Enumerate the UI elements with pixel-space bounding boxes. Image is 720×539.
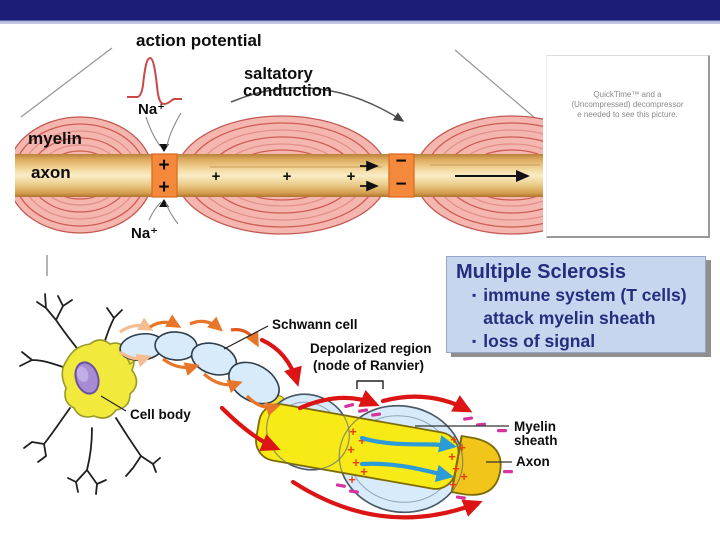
plus-symbol: + xyxy=(349,424,357,439)
label-na-bottom: Na⁺ xyxy=(131,225,158,242)
schwann-pointer xyxy=(223,325,269,350)
bullet-square-icon: ▪ xyxy=(472,288,477,302)
plus-symbol: + xyxy=(358,433,366,448)
nucleus xyxy=(74,361,100,395)
bullet-square-icon: ▪ xyxy=(472,334,477,348)
action-potential-spike xyxy=(127,56,182,106)
impulse-arrows-red xyxy=(219,337,483,520)
cell-body-pointer xyxy=(100,395,127,412)
label-saltatory: saltatory xyxy=(244,65,314,83)
dendrites xyxy=(19,293,161,495)
plus-symbol: + xyxy=(352,455,360,470)
plus-symbol: + xyxy=(449,477,457,492)
top-axon-figure: + + − − + + + xyxy=(15,31,543,242)
node-of-ranvier-2 xyxy=(388,153,415,198)
node1-plus-bottom: + xyxy=(158,177,169,198)
schwann-cell-chain xyxy=(119,331,280,405)
myelin-oval-2-overlay xyxy=(338,405,464,513)
ms-bullet-1: ▪ immune system (T cells) attack myelin … xyxy=(472,284,705,330)
bottom-neuron-figure: + + + + + + + + + + + + xyxy=(19,293,558,520)
label-myelin-sheath-1: Myelin xyxy=(514,419,556,434)
label-node-of-ranvier: (node of Ranvier) xyxy=(313,358,424,373)
myelin-oval-1-overlay xyxy=(266,393,350,471)
axon-plus-1: + xyxy=(212,168,221,185)
plus-symbol: + xyxy=(348,472,356,487)
plus-symbol: + xyxy=(360,464,368,479)
callout-line-left xyxy=(20,47,113,118)
ms-bullet-2-line-1: loss of signal xyxy=(483,331,596,351)
plus-symbol: + xyxy=(458,440,466,455)
ms-bullet-1-line-1: immune system (T cells) xyxy=(483,285,687,305)
node1-plus-top: + xyxy=(158,155,169,176)
node-bracket xyxy=(356,380,384,389)
label-action-potential: action potential xyxy=(136,31,262,50)
quicktime-text-line-2: (Uncompressed) decompressor xyxy=(571,100,684,109)
multiple-sclerosis-callout: Multiple Sclerosis ▪ immune system (T ce… xyxy=(446,256,706,353)
node-of-ranvier-1 xyxy=(151,153,178,198)
ms-title: Multiple Sclerosis xyxy=(456,261,627,283)
label-cell-body: Cell body xyxy=(130,407,191,422)
label-schwann-cell: Schwann cell xyxy=(272,317,358,332)
saltatory-conduction-arrow xyxy=(230,87,405,122)
axon-plus-3: + xyxy=(347,168,356,185)
ms-bullet-1-line-2: attack myelin sheath xyxy=(483,308,656,328)
label-na-top: Na⁺ xyxy=(138,101,165,118)
sodium-entry-curves xyxy=(145,112,182,225)
label-depolarized-region: Depolarized region xyxy=(310,341,432,356)
impulse-arrows-orange xyxy=(119,314,281,416)
plus-symbol: + xyxy=(448,449,456,464)
na-entry-arrowhead-top xyxy=(159,144,169,152)
label-axon-bottom: Axon xyxy=(516,454,550,469)
callout-line-right xyxy=(454,49,543,125)
ms-bullet-2: ▪ loss of signal xyxy=(472,330,705,353)
plus-symbol: + xyxy=(460,469,468,484)
plus-symbol: + xyxy=(347,442,355,457)
label-axon: axon xyxy=(31,163,71,182)
quicktime-placeholder: QuickTime™ and a (Uncompressed) decompre… xyxy=(546,55,710,238)
label-myelin-sheath-2: sheath xyxy=(514,433,558,448)
ion-flow-arrows-blue xyxy=(359,435,457,483)
quicktime-text-line-1: QuickTime™ and a xyxy=(593,90,662,99)
node2-minus-top: − xyxy=(395,151,406,172)
label-myelin: myelin xyxy=(28,129,82,148)
slide-top-bar xyxy=(0,0,720,24)
quicktime-text-line-3: e needed to see this picture. xyxy=(577,110,678,119)
plus-symbol: + xyxy=(452,461,460,476)
node2-minus-bottom: − xyxy=(395,174,406,195)
negative-charge-dashes xyxy=(335,403,513,507)
axon-plus-2: + xyxy=(283,168,292,185)
label-conduction: conduction xyxy=(243,82,332,100)
